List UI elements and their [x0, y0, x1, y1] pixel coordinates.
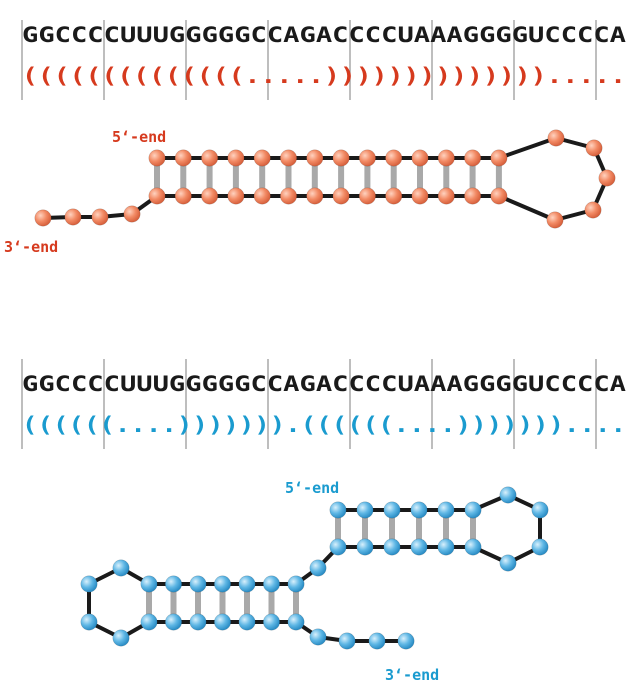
nucleotide-node [437, 149, 455, 167]
structure-b-5prime-label: 5‘-end [285, 479, 339, 497]
nucleotide-node [338, 632, 356, 650]
nucleotide-node [464, 149, 482, 167]
nucleotide-node [306, 187, 324, 205]
nucleotide-node [64, 208, 82, 226]
backbone-segment [496, 136, 558, 160]
nucleotide-node [499, 486, 517, 504]
nucleotide-node [464, 501, 482, 519]
nucleotide-node [189, 575, 207, 593]
nucleotide-node [214, 575, 232, 593]
nucleotide-node [140, 613, 158, 631]
nucleotide-node [227, 187, 245, 205]
structure-a-sequence: GGCCCCUUUGGGGGCCAGACCCCUAAAGGGGUCCCCA [22, 23, 626, 47]
nucleotide-node [112, 559, 130, 577]
nucleotide-node [410, 501, 428, 519]
nucleotide-node [332, 187, 350, 205]
structure-b-dot-bracket: ((((((....))))))).((((((....))))))).... [22, 413, 626, 437]
nucleotide-node [531, 538, 549, 556]
structure-b-3prime-label: 3‘-end [385, 666, 439, 684]
nucleotide-node [356, 538, 374, 556]
nucleotide-node [165, 613, 183, 631]
nucleotide-node [410, 538, 428, 556]
nucleotide-node [201, 187, 219, 205]
nucleotide-node [383, 538, 401, 556]
nucleotide-node [189, 613, 207, 631]
nucleotide-node [80, 613, 98, 631]
nucleotide-node [358, 149, 376, 167]
nucleotide-node [383, 501, 401, 519]
nucleotide-node [80, 575, 98, 593]
nucleotide-node [148, 149, 166, 167]
structure-b-dividers [21, 359, 597, 449]
nucleotide-node [309, 628, 327, 646]
nucleotide-node [358, 187, 376, 205]
nucleotide-node [464, 538, 482, 556]
nucleotide-node [585, 139, 603, 157]
nucleotide-node [329, 538, 347, 556]
nucleotide-node [584, 201, 602, 219]
nucleotide-node [279, 187, 297, 205]
structure-a-3prime-label: 3‘-end [4, 238, 58, 256]
structure-a-dividers [21, 20, 597, 100]
nucleotide-node [174, 187, 192, 205]
nucleotide-node [437, 538, 455, 556]
nucleotide-node [91, 208, 109, 226]
nucleotide-node [385, 187, 403, 205]
nucleotide-node [201, 149, 219, 167]
nucleotide-node [227, 149, 245, 167]
nucleotide-node [287, 613, 305, 631]
nucleotide-node [306, 149, 324, 167]
nucleotide-node [214, 613, 232, 631]
nucleotide-node [598, 169, 616, 187]
structure-a-5prime-label: 5‘-end [112, 128, 166, 146]
nucleotide-node [397, 632, 415, 650]
nucleotide-node [490, 187, 508, 205]
nucleotide-node [368, 632, 386, 650]
nucleotide-node [165, 575, 183, 593]
nucleotide-node [140, 575, 158, 593]
structure-a-dot-bracket: ((((((((((((((.....))))))))))))))..... [22, 64, 626, 88]
nucleotide-node [34, 209, 52, 227]
nucleotide-node [531, 501, 549, 519]
structure-b-two-hairpin-diagram: 5‘-end 3‘-end [80, 479, 549, 684]
nucleotide-node [499, 554, 517, 572]
nucleotide-node [279, 149, 297, 167]
nucleotide-node [547, 129, 565, 147]
nucleotide-node [332, 149, 350, 167]
nucleotide-node [148, 187, 166, 205]
nucleotide-node [356, 501, 374, 519]
nucleotide-node [411, 187, 429, 205]
structure-a-sequence-panel: GGCCCCUUUGGGGGCCAGACCCCUAAAGGGGUCCCCA ((… [21, 20, 626, 100]
nucleotide-node [287, 575, 305, 593]
nucleotide-node [253, 187, 271, 205]
structure-b-sequence: GGCCCCUUUGGGGGCCAGACCCCUAAAGGGGUCCCCA [22, 372, 626, 396]
nucleotide-node [262, 613, 280, 631]
nucleotide-node [437, 187, 455, 205]
structure-b-sequence-panel: GGCCCCUUUGGGGGCCAGACCCCUAAAGGGGUCCCCA ((… [21, 359, 626, 449]
structure-a-nucleotides [34, 129, 616, 229]
nucleotide-node [546, 211, 564, 229]
backbone-segment [496, 194, 557, 222]
nucleotide-node [309, 559, 327, 577]
nucleotide-node [112, 629, 130, 647]
nucleotide-node [262, 575, 280, 593]
nucleotide-node [329, 501, 347, 519]
nucleotide-node [238, 613, 256, 631]
nucleotide-node [385, 149, 403, 167]
structure-b-nucleotides [80, 486, 549, 650]
nucleotide-node [253, 149, 271, 167]
nucleotide-node [123, 205, 141, 223]
nucleotide-node [174, 149, 192, 167]
nucleotide-node [238, 575, 256, 593]
nucleotide-node [411, 149, 429, 167]
nucleotide-node [464, 187, 482, 205]
nucleotide-node [437, 501, 455, 519]
structure-a-hairpin-diagram: 5‘-end 3‘-end [4, 128, 616, 256]
nucleotide-node [490, 149, 508, 167]
